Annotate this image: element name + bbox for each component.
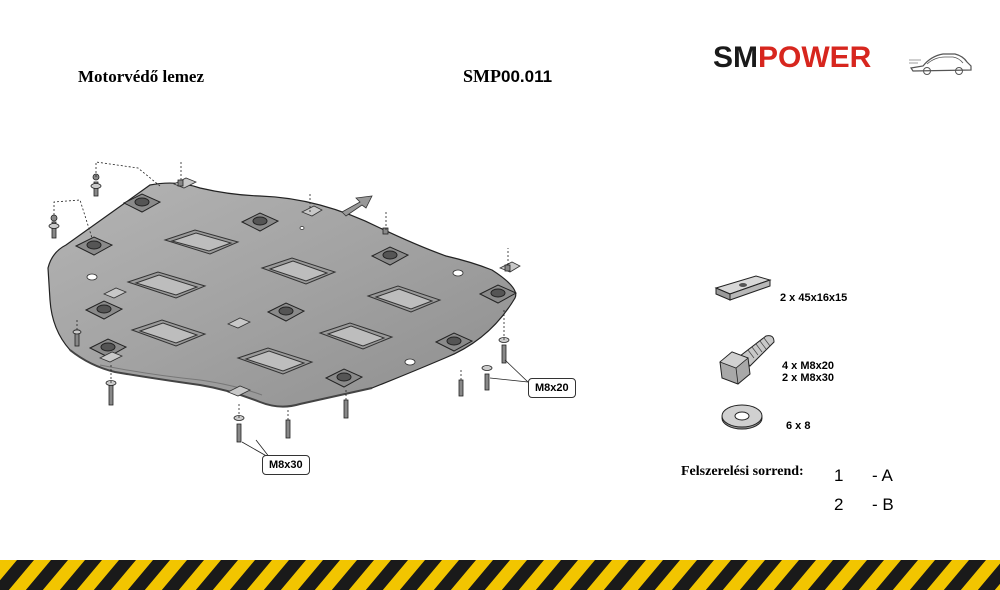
product-code-prefix: SMP (463, 66, 501, 86)
car-silhouette-icon (909, 53, 972, 75)
page-title: Motorvédő lemez (78, 67, 205, 86)
logo-text-sm: SM (713, 41, 758, 74)
front-direction-arrow-icon (341, 195, 373, 217)
plate-holes (86, 226, 464, 366)
skid-plate (47, 182, 517, 408)
leader-lines (53, 160, 509, 420)
logo-wordmark: SMPOWER (713, 40, 871, 76)
sequence-step-1-num: 1 (834, 466, 844, 485)
mounting-pads (74, 193, 518, 388)
washer-icon (721, 404, 763, 430)
spacer-block-icon (714, 275, 772, 301)
logo-text-power: POWER (758, 41, 872, 74)
sequence-step-1-letter: - A (872, 466, 893, 485)
install-sequence-label: Felszerelési sorrend: (681, 464, 804, 479)
part-spacer-label: 2 x 45x16x15 (780, 292, 848, 304)
smpower-logo: SMPOWER (713, 40, 973, 80)
stamped-recesses (126, 229, 442, 375)
sequence-step-2-letter: - B (872, 495, 894, 514)
skid-plate-diagram (47, 160, 529, 459)
bolt-icon (719, 335, 775, 385)
callout-m8x20: M8x20 (528, 378, 576, 398)
part-bolt-label: 4 x M8x20 2 x M8x30 (782, 360, 834, 384)
part-bolt-m8x20: 4 x M8x20 (782, 360, 834, 372)
part-bolt-m8x30: 2 x M8x30 (782, 372, 834, 384)
sequence-step-2-num: 2 (834, 495, 844, 514)
callout-m8x30: M8x30 (262, 455, 310, 475)
product-code: SMP00.011 (463, 66, 552, 87)
hazard-stripe-footer (0, 560, 1000, 590)
part-washer-label: 6 x 8 (786, 420, 811, 432)
product-code-number: 00.011 (501, 67, 553, 86)
